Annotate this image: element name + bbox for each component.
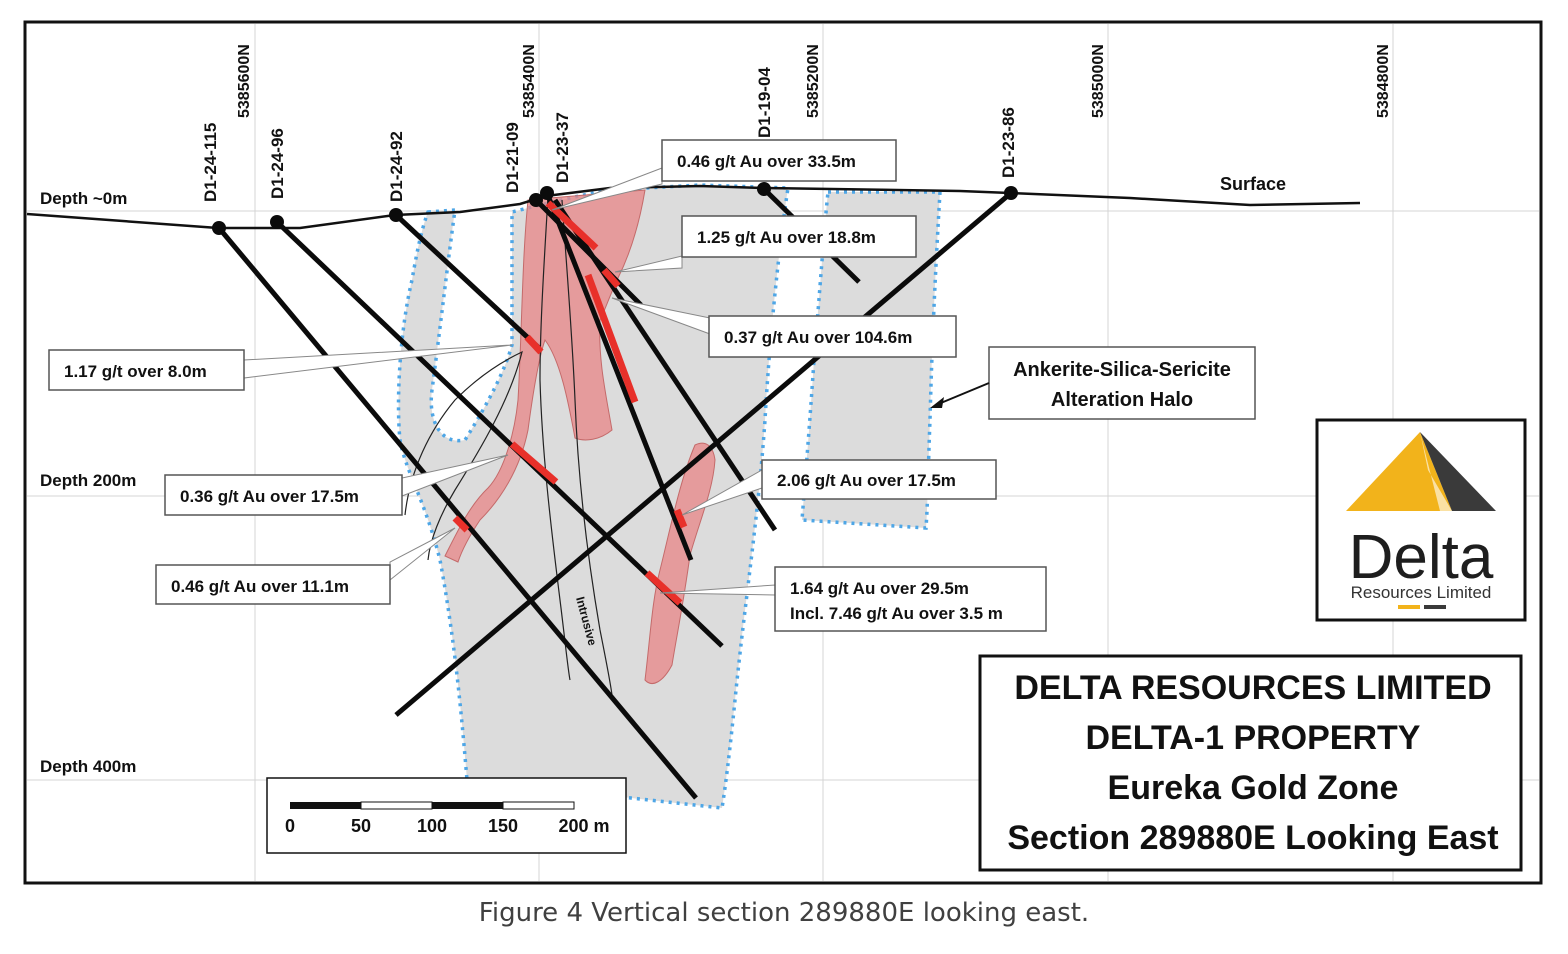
intercept-text: 0.37 g/t Au over 104.6m [724,328,912,347]
title-line: DELTA-1 PROPERTY [1086,719,1421,757]
title-block: DELTA RESOURCES LIMITED DELTA-1 PROPERTY… [978,654,1523,872]
halo-east-band [800,190,942,530]
hole-label-d1-24-92: D1-24-92 [387,131,406,202]
hole-label-d1-24-96: D1-24-96 [268,128,287,199]
collar-d1-19-04 [757,182,771,196]
callout-box: 0.46 g/t Au over 33.5m [661,139,897,182]
assay-intervals [452,200,688,606]
scale-tick: 100 [417,816,447,836]
intercept-callouts: 0.46 g/t Au over 33.5m 1.25 g/t Au over … [48,139,1047,632]
delta-logo: Delta Resources Limited [1315,418,1527,622]
scale-bar: 0 50 100 150 200 m [266,777,627,854]
scale-tick: 50 [351,816,371,836]
callout-box: 0.46 g/t Au over 11.1m [155,564,391,605]
callout-box: 0.36 g/t Au over 17.5m [164,474,403,516]
alteration-callout: Ankerite-Silica-Sericite Alteration Halo [930,346,1256,420]
scale-tick: 150 [488,816,518,836]
northing-label: 5385200N [805,44,822,118]
assay-interval [452,515,470,533]
intercept-text: Incl. 7.46 g/t Au over 3.5 m [790,604,1003,623]
collar-d1-21-09 [529,193,543,207]
intercept-text: 1.25 g/t Au over 18.8m [697,228,876,247]
assay-interval [644,570,683,606]
depth-label: Depth 400m [40,757,136,776]
hole-label-d1-23-37: D1-23-37 [553,112,572,183]
callout-box: 1.64 g/t Au over 29.5m Incl. 7.46 g/t Au… [774,566,1047,632]
hole-label-d1-23-86: D1-23-86 [999,107,1018,178]
alteration-label: Ankerite-Silica-Sericite [1013,359,1231,381]
northing-label: 5385600N [236,44,253,118]
assay-interval [673,508,688,529]
northing-label: 5384800N [1375,44,1392,118]
logo-name: Delta [1349,523,1494,592]
collar-d1-23-37 [540,186,554,200]
assay-interval [545,200,599,251]
drill-trace-d1-24-115 [217,226,698,800]
intercept-text: 1.17 g/t over 8.0m [64,362,207,381]
assay-interval [509,441,559,485]
drill-trace-d1-23-37-b [552,198,778,532]
hole-labels: D1-24-115 D1-24-96 D1-24-92 D1-21-09 D1-… [201,67,1018,202]
intercept-text: 1.64 g/t Au over 29.5m [790,579,969,598]
callout-box: 1.25 g/t Au over 18.8m [681,215,917,258]
scale-tick: 0 [285,816,295,836]
northing-labels: 5385600N 5385400N 5385200N 5385000N 5384… [236,44,1392,118]
title-line: Section 289880E Looking East [1007,819,1498,857]
zone-upper [444,189,646,563]
arrowhead-icon [930,397,944,408]
northing-label: 5385400N [521,44,538,118]
callout-box: 2.06 g/t Au over 17.5m [761,459,997,500]
callout-box: 0.37 g/t Au over 104.6m [708,315,957,358]
collar-d1-24-92 [389,208,403,222]
assay-interval [524,334,544,355]
alteration-label: Alteration Halo [1051,389,1193,411]
logo-subtitle: Resources Limited [1351,583,1492,602]
title-line: Eureka Gold Zone [1108,769,1399,807]
intercept-text: 2.06 g/t Au over 17.5m [777,471,956,490]
mineralized-zones [444,189,716,684]
alteration-halo [396,183,942,810]
figure-caption: Figure 4 Vertical section 289880E lookin… [478,898,1090,928]
hole-label-d1-24-115: D1-24-115 [201,123,220,202]
halo-west-lobe [396,183,791,810]
intercept-text: 0.46 g/t Au over 11.1m [171,577,349,596]
scale-tick: 200 m [558,816,609,836]
collar-d1-24-115 [212,221,226,235]
depth-label: Depth 200m [40,471,136,490]
collars [212,182,1018,235]
depth-labels: Depth ~0m Depth 200m Depth 400m [40,189,136,776]
drill-trace-d1-24-92 [394,213,541,350]
drill-trace-d1-23-37 [544,192,694,561]
hole-label-d1-21-09: D1-21-09 [503,122,522,193]
title-line: DELTA RESOURCES LIMITED [1014,669,1491,707]
surface-label: Surface [1220,174,1286,194]
assay-interval [601,267,621,289]
callout-box: 1.17 g/t over 8.0m [48,349,245,391]
intercept-text: 0.46 g/t Au over 33.5m [677,152,856,171]
intercept-text: 0.36 g/t Au over 17.5m [180,487,359,506]
collar-d1-24-96 [270,215,284,229]
drill-trace-d1-23-86 [394,191,1013,717]
depth-label: Depth ~0m [40,189,127,208]
northing-label: 5385000N [1090,44,1107,118]
assay-interval [584,273,639,404]
zone-lower [644,442,716,684]
collar-d1-23-86 [1004,186,1018,200]
logo-mountain-icon [1346,432,1452,511]
callout-pointers [243,167,776,596]
hole-label-d1-19-04: D1-19-04 [755,67,774,138]
